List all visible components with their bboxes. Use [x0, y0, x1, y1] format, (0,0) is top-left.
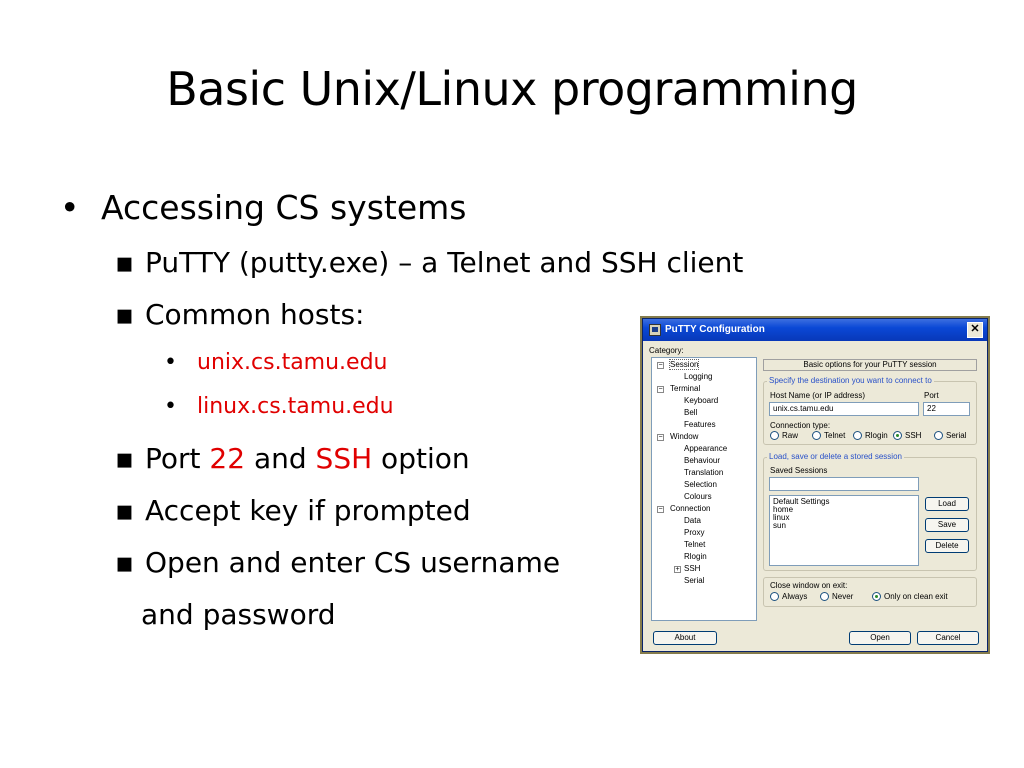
- port-mid: and: [245, 442, 316, 475]
- saved-sessions-input[interactable]: [769, 477, 919, 491]
- radio-telnet[interactable]: [812, 431, 821, 440]
- load-button[interactable]: Load: [925, 497, 969, 511]
- tree-item-rlogin[interactable]: Rlogin: [684, 552, 707, 561]
- tree-item-serial[interactable]: Serial: [684, 576, 705, 585]
- destination-group-label: Specify the destination you want to conn…: [767, 376, 934, 385]
- slide-title: Basic Unix/Linux programming: [166, 62, 858, 116]
- toggle-terminal-icon[interactable]: −: [657, 386, 664, 393]
- delete-button[interactable]: Delete: [925, 539, 969, 553]
- radio-clean-exit-label: Only on clean exit: [884, 592, 948, 601]
- tree-item-bell[interactable]: Bell: [684, 408, 698, 417]
- category-label: Category:: [649, 346, 684, 355]
- cancel-button[interactable]: Cancel: [917, 631, 979, 645]
- tree-item-translation[interactable]: Translation: [684, 468, 724, 477]
- bullet-common-hosts: Common hosts:: [145, 298, 365, 331]
- session-item-linux[interactable]: linux: [773, 513, 790, 522]
- port-label: Port: [924, 391, 939, 400]
- panel-header: Basic options for your PuTTY session: [763, 359, 977, 371]
- radio-serial[interactable]: [934, 431, 943, 440]
- session-item-home[interactable]: home: [773, 505, 794, 514]
- bullet-open-enter-cont: and password: [141, 598, 336, 631]
- host-name-input[interactable]: unix.cs.tamu.edu: [769, 402, 919, 416]
- putty-window-title: PuTTY Configuration: [665, 324, 765, 335]
- bullet-marker-open: ▪: [115, 546, 134, 579]
- tree-item-data[interactable]: Data: [684, 516, 701, 525]
- tree-item-proxy[interactable]: Proxy: [684, 528, 705, 537]
- close-window-label: Close window on exit:: [770, 581, 848, 590]
- radio-raw-label: Raw: [782, 431, 799, 440]
- bullet-accessing-cs: Accessing CS systems: [101, 188, 467, 227]
- port-post: option: [372, 442, 470, 475]
- tree-item-behaviour[interactable]: Behaviour: [684, 456, 721, 465]
- host-linux: linux.cs.tamu.edu: [197, 394, 394, 419]
- tree-item-logging[interactable]: Logging: [684, 372, 713, 381]
- host-unix: unix.cs.tamu.edu: [197, 350, 388, 375]
- close-window-group: [763, 577, 977, 607]
- radio-ssh[interactable]: [893, 431, 902, 440]
- tree-item-session[interactable]: Session: [668, 359, 700, 370]
- bullet-port: Port 22 and SSH option: [145, 442, 470, 475]
- port-ssh: SSH: [315, 442, 373, 475]
- open-button[interactable]: Open: [849, 631, 911, 645]
- tree-item-colours[interactable]: Colours: [684, 492, 712, 501]
- radio-rlogin-label: Rlogin: [865, 431, 888, 440]
- tree-item-connection[interactable]: Connection: [670, 504, 711, 513]
- bullet-marker-accept: ▪: [115, 494, 134, 527]
- connection-type-label: Connection type:: [770, 421, 831, 430]
- save-button[interactable]: Save: [925, 518, 969, 532]
- radio-raw[interactable]: [770, 431, 779, 440]
- about-button[interactable]: About: [653, 631, 717, 645]
- bullet-open-enter: Open and enter CS username: [145, 546, 561, 579]
- bullet-marker-port: ▪: [115, 442, 134, 475]
- radio-clean-exit[interactable]: [872, 592, 881, 601]
- category-tree[interactable]: − Session Logging − Terminal Keyboard Be…: [651, 357, 757, 621]
- toggle-session-icon[interactable]: −: [657, 362, 664, 369]
- radio-rlogin[interactable]: [853, 431, 862, 440]
- radio-always[interactable]: [770, 592, 779, 601]
- putty-window: PuTTY Configuration ✕ Category: − Sessio…: [642, 318, 988, 652]
- tree-item-telnet[interactable]: Telnet: [684, 540, 706, 549]
- toggle-connection-icon[interactable]: −: [657, 506, 664, 513]
- tree-item-window[interactable]: Window: [670, 432, 699, 441]
- saved-sessions-label: Saved Sessions: [770, 466, 828, 475]
- bullet-putty: PuTTY (putty.exe) – a Telnet and SSH cli…: [145, 246, 744, 279]
- tree-item-selection[interactable]: Selection: [684, 480, 717, 489]
- bullet-marker-hosts: ▪: [115, 298, 134, 331]
- toggle-window-icon[interactable]: −: [657, 434, 664, 441]
- bullet-marker-putty: ▪: [115, 246, 134, 279]
- session-group-label: Load, save or delete a stored session: [767, 452, 904, 461]
- host-marker-2: •: [164, 394, 177, 419]
- toggle-ssh-icon[interactable]: +: [674, 566, 681, 573]
- tree-item-keyboard[interactable]: Keyboard: [684, 396, 719, 405]
- putty-app-icon: [649, 324, 661, 336]
- radio-always-label: Always: [782, 592, 808, 601]
- tree-item-appearance[interactable]: Appearance: [684, 444, 728, 453]
- radio-ssh-label: SSH: [905, 431, 922, 440]
- port-pre: Port: [145, 442, 210, 475]
- close-icon[interactable]: ✕: [967, 322, 983, 338]
- putty-titlebar[interactable]: PuTTY Configuration ✕: [643, 319, 987, 341]
- radio-serial-label: Serial: [946, 431, 967, 440]
- putty-screenshot: PuTTY Configuration ✕ Category: − Sessio…: [640, 316, 990, 654]
- radio-never-label: Never: [832, 592, 854, 601]
- host-name-label: Host Name (or IP address): [770, 391, 865, 400]
- port-input[interactable]: 22: [923, 402, 970, 416]
- tree-item-features[interactable]: Features: [684, 420, 716, 429]
- session-item-sun[interactable]: sun: [773, 521, 786, 530]
- radio-never[interactable]: [820, 592, 829, 601]
- tree-item-terminal[interactable]: Terminal: [670, 384, 701, 393]
- bullet-level1-marker: •: [60, 188, 80, 227]
- host-marker-1: •: [164, 350, 177, 375]
- radio-telnet-label: Telnet: [824, 431, 846, 440]
- tree-item-ssh[interactable]: SSH: [684, 564, 701, 573]
- session-item-default[interactable]: Default Settings: [773, 497, 830, 506]
- bullet-accept-key: Accept key if prompted: [145, 494, 471, 527]
- sessions-list[interactable]: Default Settings home linux sun: [769, 495, 919, 566]
- port-number: 22: [209, 442, 246, 475]
